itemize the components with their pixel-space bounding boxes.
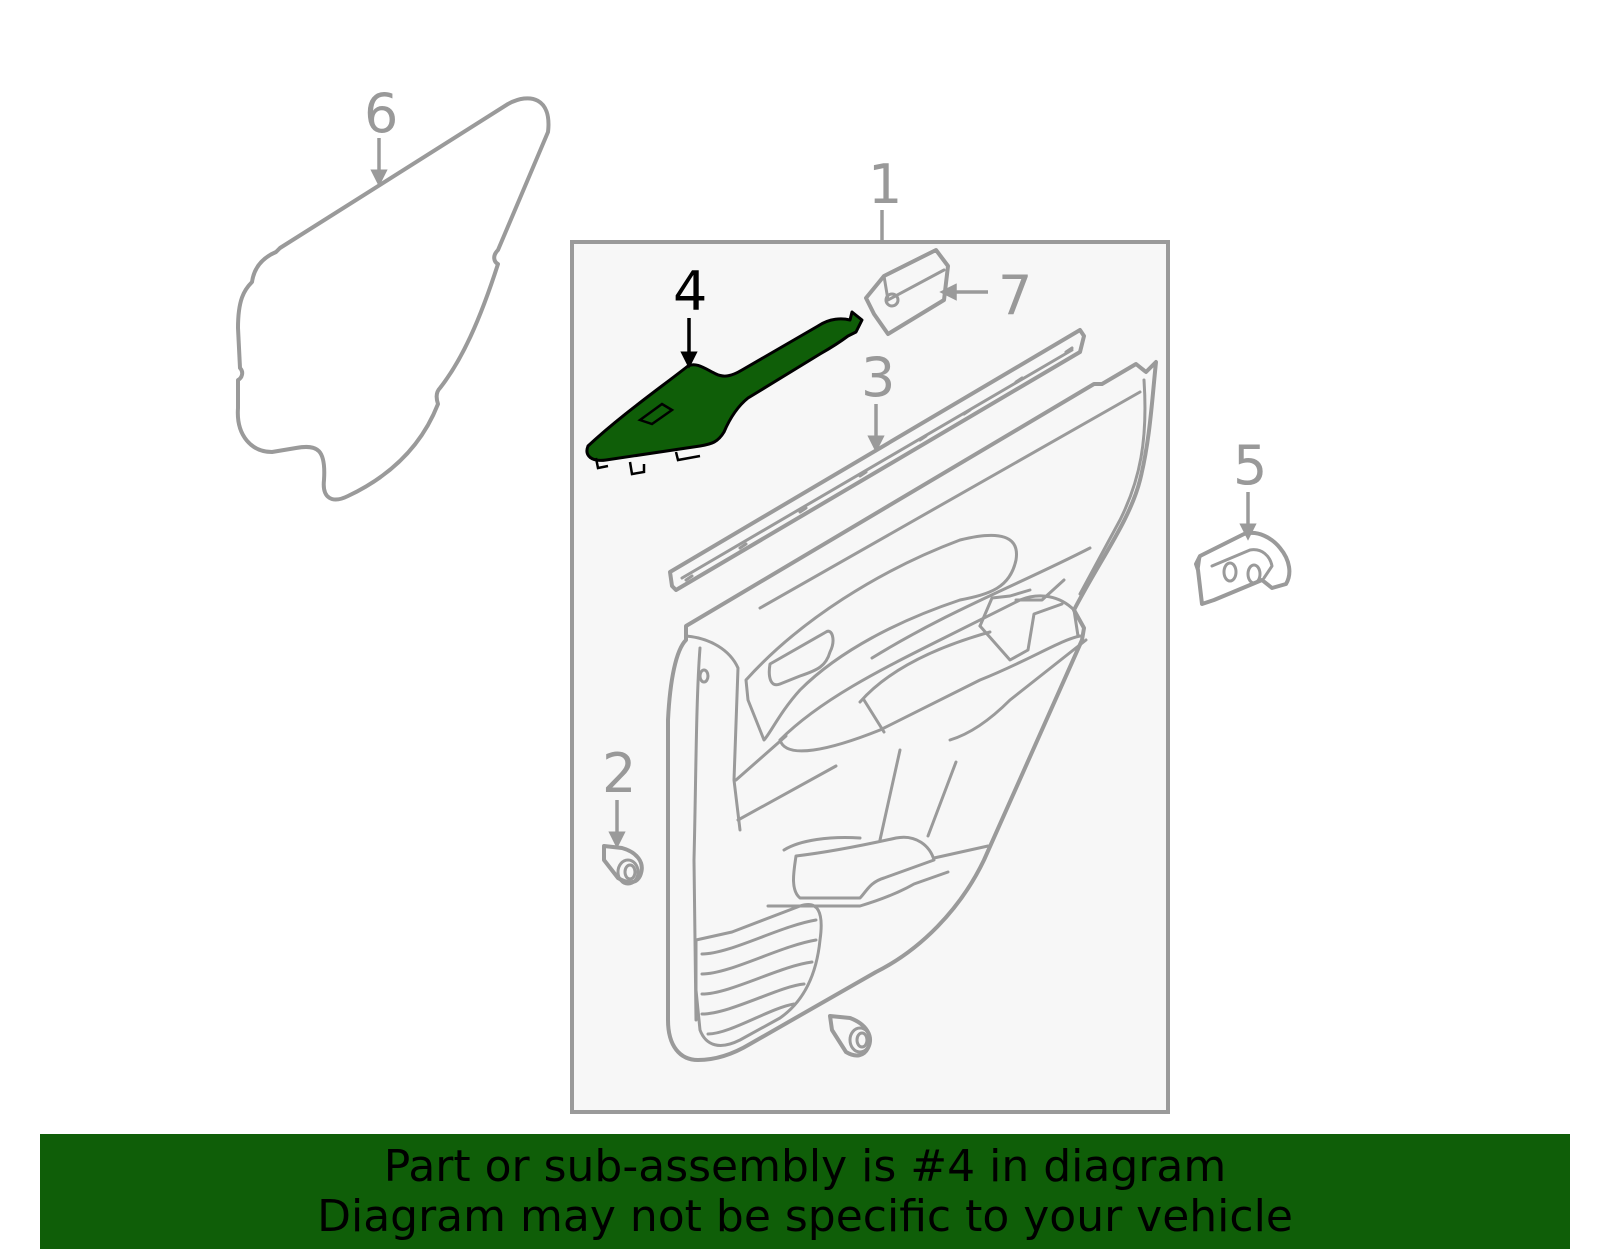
part-6-seal [235,96,551,502]
callout-7: 7 [998,264,1032,327]
part-5-holder [1194,531,1292,606]
banner-line-1: Part or sub-assembly is #4 in diagram [383,1140,1227,1192]
door-trim-panel [666,360,1158,1062]
info-banner: Part or sub-assembly is #4 in diagram Di… [40,1134,1570,1249]
part-7-bracket [864,248,950,336]
part-2-clip [602,844,644,886]
part-3-belt-strip [668,328,1086,592]
callout-2: 2 [602,742,636,805]
callout-4: 4 [673,260,707,323]
callout-5: 5 [1233,434,1267,497]
callout-1: 1 [868,153,902,216]
clip-lower [828,1014,872,1058]
callout-6: 6 [364,82,398,145]
banner-line-2: Diagram may not be specific to your vehi… [317,1190,1293,1242]
callout-3: 3 [861,346,895,409]
